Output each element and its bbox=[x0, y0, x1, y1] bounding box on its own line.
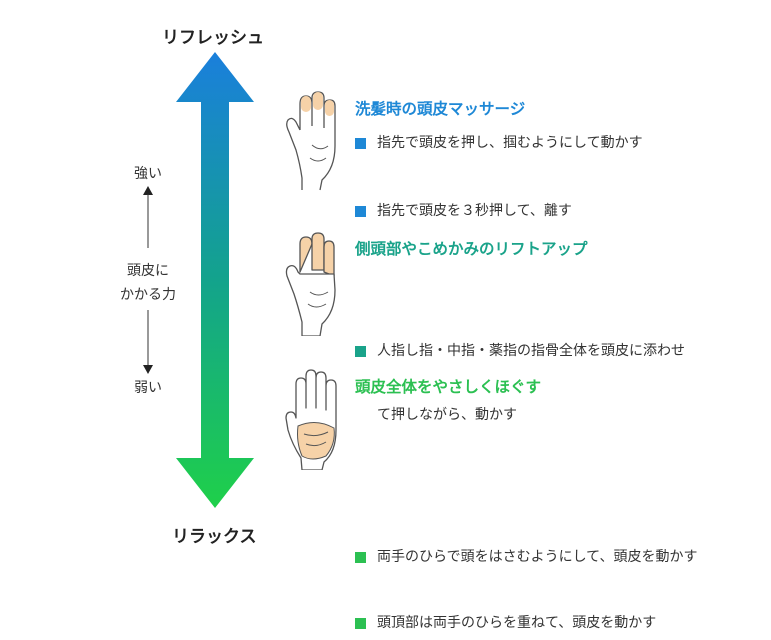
strong-label: 強い bbox=[134, 166, 162, 182]
bullet-square-icon bbox=[355, 618, 366, 629]
list-item: 頭頂部は両手のひらを重ねて、頭皮を動かす bbox=[355, 606, 771, 640]
arrow-down-icon bbox=[143, 310, 153, 374]
hand-finger-pads-icon bbox=[285, 232, 336, 336]
bottom-label: リラックス bbox=[172, 527, 257, 547]
force-label-line1: 頭皮に bbox=[127, 263, 169, 279]
force-label-line2: かかる力 bbox=[120, 287, 176, 303]
list-item-continued: て押しながら、動かす bbox=[377, 407, 517, 423]
hand-fingertips-icon bbox=[286, 91, 336, 191]
list-item: 人指し指・中指・薬指の指骨全体を頭皮に添わせ bbox=[355, 334, 771, 368]
arrow-up-icon bbox=[143, 186, 153, 248]
section-title-lift-up: 側頭部やこめかみのリフトアップ bbox=[355, 240, 588, 258]
bullet-square-icon bbox=[355, 346, 366, 357]
list-item: 両手のひらで頭をはさむようにして、頭皮を動かす bbox=[355, 540, 771, 574]
list-item: 指先で頭皮を３秒押して、離す bbox=[355, 194, 771, 228]
section-title-scalp-massage: 洗髪時の頭皮マッサージ bbox=[355, 100, 526, 118]
top-label: リフレッシュ bbox=[162, 28, 264, 48]
weak-label: 弱い bbox=[134, 380, 162, 396]
bullet-square-icon bbox=[355, 138, 366, 149]
section-title-loosen-scalp: 頭皮全体をやさしくほぐす bbox=[355, 378, 542, 396]
bullet-square-icon bbox=[355, 552, 366, 563]
bullet-square-icon bbox=[355, 206, 366, 217]
double-arrow-icon bbox=[176, 52, 254, 508]
hand-palm-icon bbox=[285, 369, 337, 470]
list-item: 指先で頭皮を押し、掴むようにして動かす bbox=[355, 126, 771, 160]
